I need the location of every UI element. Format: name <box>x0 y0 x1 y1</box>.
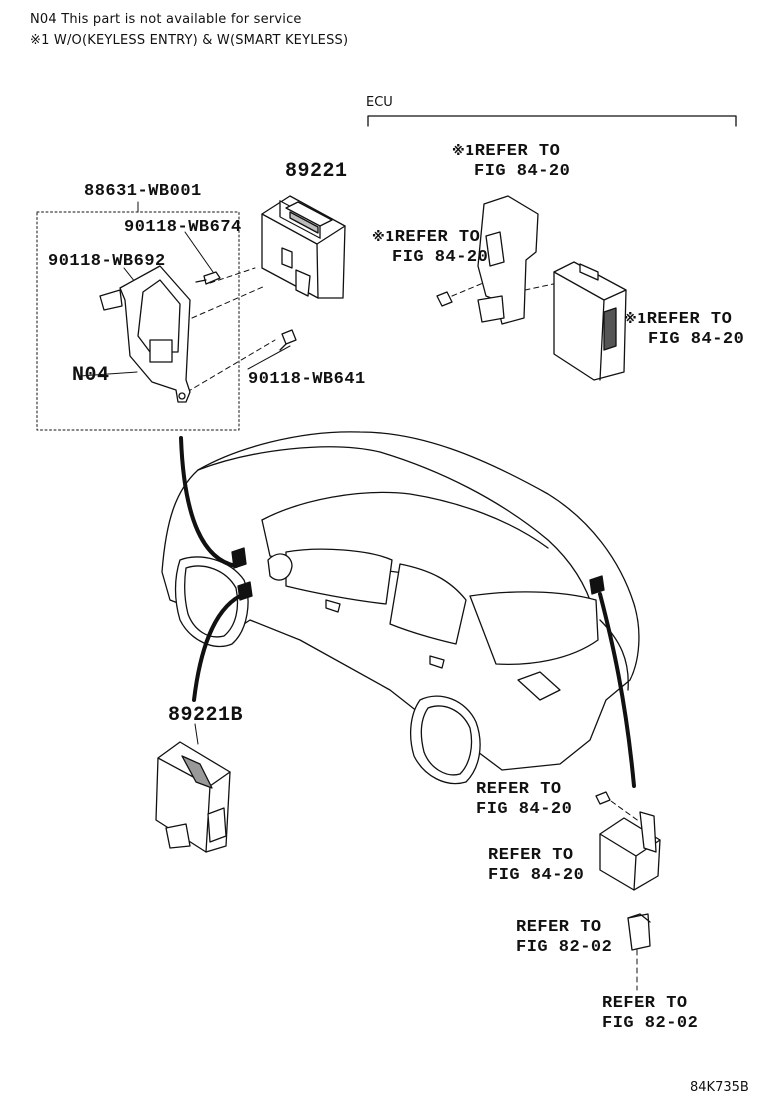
label-part-90118-wb641: 90118-WB641 <box>248 370 366 389</box>
location-markers <box>231 547 605 601</box>
refer-to-fig-callout: REFER TO FIG 82-02 <box>516 918 612 958</box>
refer-figure-number: FIG 82-02 <box>516 938 613 957</box>
condition-mark: ※1 <box>624 312 647 327</box>
refer-to-fig-callout: ※1REFER TO FIG 84-20 <box>372 228 488 268</box>
refer-to-text: REFER TO <box>602 994 688 1013</box>
label-part-89221: 89221 <box>285 160 348 183</box>
lower-module-drawing <box>599 811 661 891</box>
bracket-n04-drawing <box>99 265 191 403</box>
screw-drawings <box>195 271 611 805</box>
smart-key-bracket-drawing <box>477 195 539 325</box>
refer-to-text: REFER TO <box>488 846 574 865</box>
refer-to-text: REFER TO <box>646 310 733 329</box>
label-part-90118-wb674: 90118-WB674 <box>124 218 242 237</box>
refer-to-fig-callout: ※1REFER TO FIG 84-20 <box>452 142 570 182</box>
diagram-code: 84K735B <box>690 1080 749 1095</box>
label-part-89221b: 89221B <box>168 704 244 727</box>
label-ecu: ECU <box>366 95 393 110</box>
refer-to-fig-callout: REFER TO FIG 82-02 <box>602 994 698 1034</box>
ecu-bracket <box>367 115 737 127</box>
note-not-serviceable: N04 This part is not available for servi… <box>30 12 302 27</box>
leader-lines <box>79 201 291 745</box>
ecu-right-drawing <box>553 261 627 381</box>
refer-figure-number: FIG 84-20 <box>488 866 585 885</box>
ecu-89221b-drawing <box>155 741 231 853</box>
condition-mark: ※1 <box>372 230 395 245</box>
refer-to-fig-callout: REFER TO FIG 84-20 <box>476 780 572 820</box>
refer-to-fig-callout: REFER TO FIG 84-20 <box>488 846 584 886</box>
refer-figure-number: FIG 84-20 <box>476 800 573 819</box>
refer-to-text: REFER TO <box>476 780 562 799</box>
location-leaders <box>179 436 636 788</box>
refer-to-fig-callout: ※1REFER TO FIG 84-20 <box>624 310 744 350</box>
connector-drawing <box>627 913 651 951</box>
condition-mark: ※1 <box>452 144 475 159</box>
refer-figure-number: FIG 84-20 <box>392 248 489 267</box>
refer-to-text: REFER TO <box>394 228 481 247</box>
refer-figure-number: FIG 84-20 <box>474 162 571 181</box>
car-drawing <box>161 431 640 785</box>
label-part-88631: 88631-WB001 <box>84 182 202 201</box>
assembly-dashed-lines <box>186 267 641 991</box>
note-condition: ※1 W/O(KEYLESS ENTRY) & W(SMART KEYLESS) <box>30 33 349 48</box>
label-part-n04: N04 <box>72 364 110 387</box>
refer-figure-number: FIG 84-20 <box>648 330 745 349</box>
refer-to-text: REFER TO <box>516 918 602 937</box>
label-part-90118-wb692: 90118-WB692 <box>48 252 166 271</box>
refer-to-text: REFER TO <box>474 142 561 161</box>
ecu-89221-drawing <box>261 195 346 299</box>
refer-figure-number: FIG 82-02 <box>602 1014 699 1033</box>
